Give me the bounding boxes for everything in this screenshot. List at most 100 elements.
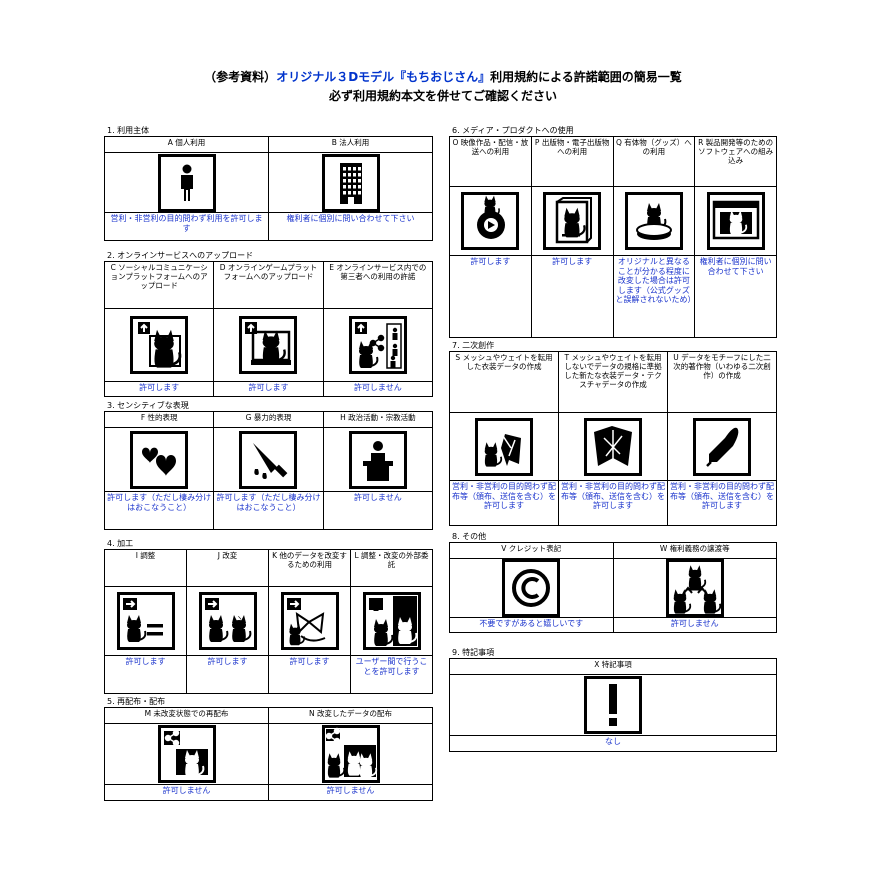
icon-cell-X	[449, 674, 777, 736]
header-cell-B: B 法人利用	[268, 136, 433, 153]
answer-cell-Q: オリジナルと異なることが分かる程度に改変した場合は許可します（公式グッズと誤解さ…	[612, 255, 696, 338]
header-cell-O: O 映像作品・配信・放送への利用	[449, 136, 532, 187]
ribbon-modify-icon	[280, 592, 339, 650]
icon-cell-T	[558, 412, 668, 481]
header-cell-G: G 暴力的表現	[213, 411, 324, 428]
header-cell-M: M 未改変状態での再配布	[104, 707, 269, 724]
header-cell-J: J 改変	[186, 549, 269, 587]
item-header: A 個人利用	[167, 138, 206, 147]
section-label: 8. その他	[452, 532, 487, 541]
item-answer: ユーザー間で行うことを許可します	[355, 657, 428, 676]
answer-cell-F: 許可します（ただし棲み分けはおこなうこと）	[103, 491, 215, 530]
item-answer: オリジナルと異なることが分かる程度に改変した場合は許可します（公式グッズと誤解さ…	[615, 257, 695, 304]
knife-icon	[239, 430, 298, 489]
adjust-equal-icon	[116, 592, 175, 650]
answer-cell-U: 営利・非営利の目的問わず配布等（頒布、送信を含む）を許可します	[667, 480, 777, 526]
icon-cell-B	[268, 152, 433, 213]
item-header: B 法人利用	[331, 138, 370, 147]
item-header: Q 有体物（グッズ）への利用	[615, 138, 692, 156]
answer-cell-L: ユーザー間で行うことを許可します	[350, 655, 433, 694]
upload-game-icon	[239, 316, 298, 374]
item-header: L 調整・改変の外部委託	[354, 551, 429, 569]
icon-cell-Q	[612, 186, 696, 256]
icon-cell-V	[449, 558, 614, 618]
pen-icon	[693, 417, 751, 476]
item-header: W 権利義務の譲渡等	[659, 544, 730, 553]
header-cell-R: R 製品開発等のためのソフトウェアへの組み込み	[694, 136, 777, 187]
item-header: X 特記事項	[594, 660, 632, 669]
title-highlight: オリジナル３Dモデル『もちおじさん』	[276, 70, 491, 84]
item-header: E オンラインサービス内での第三者への利用の許諾	[329, 263, 427, 281]
section-label: 5. 再配布・配布	[107, 697, 166, 706]
item-answer: 許可しません	[353, 383, 402, 392]
item-header: J 改変	[217, 551, 238, 560]
answer-cell-O: 許可します	[449, 255, 532, 338]
answer-cell-N: 許可しません	[268, 784, 433, 801]
copyright-icon	[502, 559, 561, 617]
item-answer: 営利・非営利の目的問わず利用を許可します	[110, 214, 263, 233]
item-answer: 営利・非営利の目的問わず配布等（頒布、送信を含む）を許可します	[670, 482, 774, 510]
item-answer: 許可します	[125, 657, 166, 666]
answer-cell-X: なし	[449, 735, 777, 752]
icon-cell-F	[103, 427, 215, 492]
item-answer: 権利者に個別に問い合わせて下さい	[699, 257, 772, 276]
item-answer: 許可します	[139, 383, 180, 392]
answer-cell-I: 許可します	[104, 655, 187, 694]
person-icon	[157, 153, 216, 212]
item-answer: 許可します	[207, 657, 248, 666]
header-cell-S: S メッシュやウェイトを転用した衣装データの作成	[449, 351, 559, 413]
item-answer: 営利・非営利の目的問わず配布等（頒布、送信を含む）を許可します	[452, 482, 556, 510]
section-s1: 1. 利用主体 A 個人利用 B 法人利用 営利・非営利の目的問わず利用を許可します…	[104, 126, 433, 241]
title-prefix: （参考資料）	[204, 70, 277, 84]
header-cell-V: V クレジット表記	[449, 542, 614, 559]
item-header: P 出版物・電子出版物への利用	[534, 138, 610, 156]
title-suffix: 利用規約による許諾範囲の簡易一覧	[490, 70, 682, 84]
book-icon	[543, 192, 602, 250]
item-header: M 未改変状態での再配布	[144, 709, 229, 718]
header-cell-F: F 性的表現	[103, 411, 215, 428]
document-subtitle: 必ず利用規約本文を併せてご確認ください	[328, 89, 557, 103]
icon-cell-L	[350, 586, 433, 656]
answer-cell-J: 許可します	[186, 655, 269, 694]
item-header: R 製品開発等のためのソフトウェアへの組み込み	[698, 138, 774, 165]
item-answer: 許可します	[248, 383, 289, 392]
clothing-mesh-icon	[475, 417, 533, 476]
answer-cell-P: 許可します	[530, 255, 614, 338]
icon-cell-O	[449, 186, 532, 256]
item-header: D オンラインゲームプラットフォームへのアップロード	[219, 263, 318, 281]
section-label: 2. オンラインサービスへのアップロード	[107, 251, 254, 260]
header-cell-P: P 出版物・電子出版物への利用	[530, 136, 614, 187]
header-cell-H: H 政治活動・宗教活動	[322, 411, 434, 428]
header-cell-D: D オンラインゲームプラットフォームへのアップロード	[213, 261, 324, 309]
exclamation-icon	[584, 676, 642, 734]
icon-cell-H	[322, 427, 434, 492]
answer-cell-B: 権利者に個別に問い合わせて下さい	[268, 212, 433, 241]
icon-cell-U	[667, 412, 777, 481]
answer-cell-D: 許可します	[213, 381, 324, 397]
icon-cell-R	[694, 186, 777, 256]
icon-cell-W	[612, 558, 777, 618]
answer-cell-R: 権利者に個別に問い合わせて下さい	[694, 255, 777, 338]
answer-cell-A: 営利・非営利の目的問わず利用を許可します	[104, 212, 269, 241]
item-answer: なし	[605, 737, 621, 746]
icon-cell-N	[268, 723, 433, 785]
icon-cell-J: ヽ	[186, 586, 269, 656]
icon-cell-K	[268, 586, 351, 656]
item-answer: 権利者に個別に問い合わせて下さい	[286, 214, 415, 223]
header-cell-Q: Q 有体物（グッズ）への利用	[612, 136, 696, 187]
answer-cell-G: 許可します（ただし棲み分けはおこなうこと）	[213, 491, 324, 530]
item-answer: 許可します	[470, 257, 511, 266]
figure-goods-icon	[624, 192, 683, 250]
icon-cell-D	[213, 308, 324, 382]
section-label: 6. メディア・プロダクトへの使用	[452, 126, 574, 135]
section-label: 4. 加工	[107, 539, 134, 548]
header-cell-C: C ソーシャルコミュニケーションプラットフォームへのアップロード	[103, 261, 215, 309]
icon-cell-G	[213, 427, 324, 492]
item-header: U データをモチーフにした二次的著作物（いわゆる二次創作）の作成	[673, 353, 771, 380]
section-label: 1. 利用主体	[107, 126, 150, 135]
